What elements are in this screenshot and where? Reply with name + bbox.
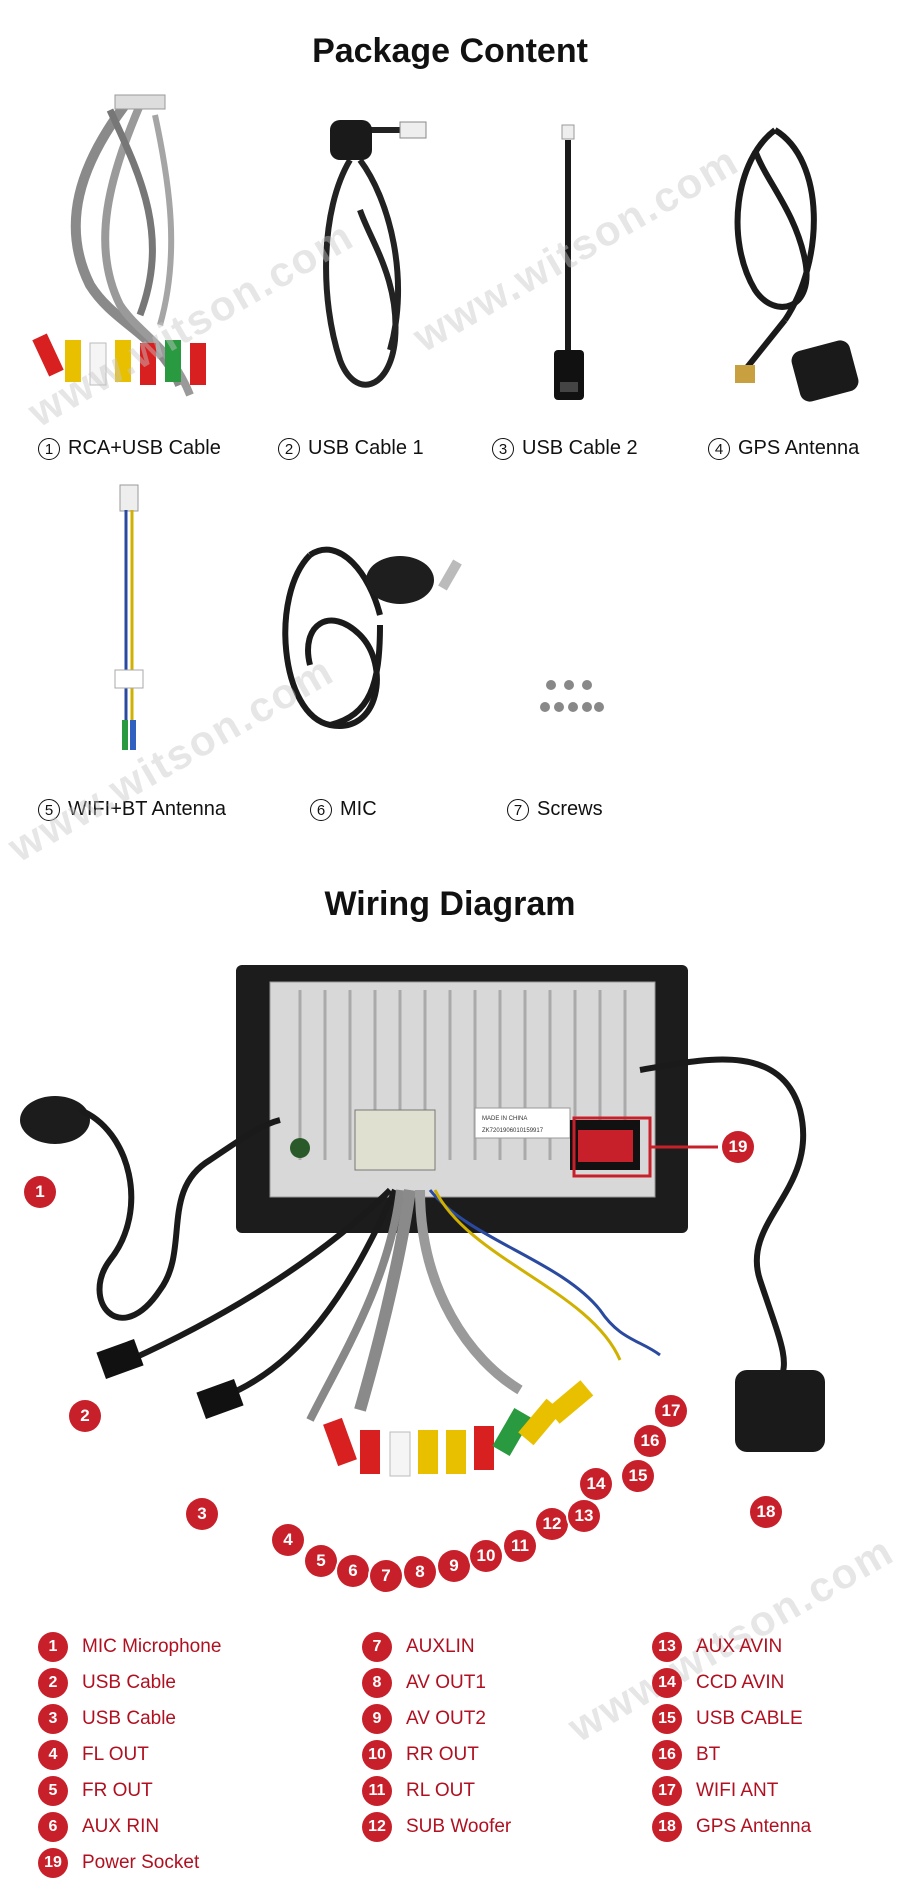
screws-image [540,680,604,712]
badge-6: 6 [337,1555,369,1587]
usb-cable-1-image [323,120,427,388]
package-title: Package Content [312,32,588,70]
badge-10: 10 [470,1540,502,1572]
badge-7: 7 [370,1560,402,1592]
gps-antenna-image [734,127,859,402]
head-unit-image: MADE IN CHINA ZK7201906010159917 [20,965,825,1477]
badge-2: 2 [69,1400,101,1432]
badge-1: 1 [24,1176,56,1208]
badge-13: 13 [568,1500,600,1532]
badge-12: 12 [536,1508,568,1540]
badge-11: 11 [504,1530,536,1562]
badge-15: 15 [622,1460,654,1492]
rca-usb-cable-image [32,94,206,397]
wiring-title: Wiring Diagram [324,885,576,923]
badge-8: 8 [404,1556,436,1588]
badge-3: 3 [186,1498,218,1530]
serial-text: ZK7201906010159917 [482,1128,544,1134]
badge-9: 9 [438,1550,470,1582]
usb-cable-2-image [554,124,584,400]
badge-19: 19 [722,1131,754,1163]
badge-18: 18 [750,1496,782,1528]
made-in-text: MADE IN CHINA [482,1116,527,1122]
badge-5: 5 [305,1545,337,1577]
badge-16: 16 [634,1425,666,1457]
badge-17: 17 [655,1395,687,1427]
badge-4: 4 [272,1524,304,1556]
mic-image [282,546,462,729]
wifi-bt-antenna-image [114,484,144,750]
watermark: www.witson.com [0,646,342,871]
badge-14: 14 [580,1468,612,1500]
